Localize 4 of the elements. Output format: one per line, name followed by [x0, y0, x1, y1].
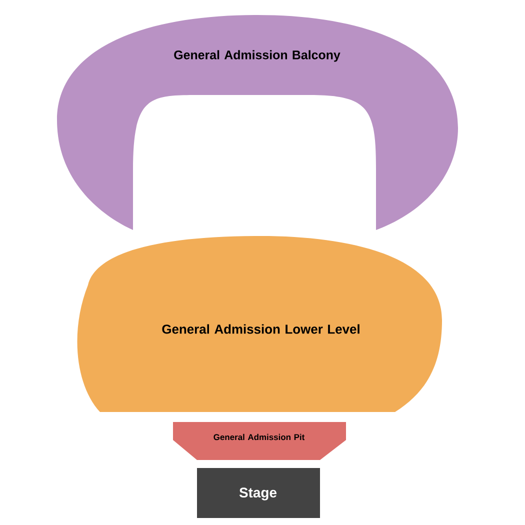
stage-block: Stage — [197, 468, 320, 518]
seating-section: General Admission Balcony — [57, 15, 458, 230]
seating-section: General Admission Pit — [173, 422, 346, 460]
seating-section: General Admission Lower Level — [77, 236, 442, 412]
